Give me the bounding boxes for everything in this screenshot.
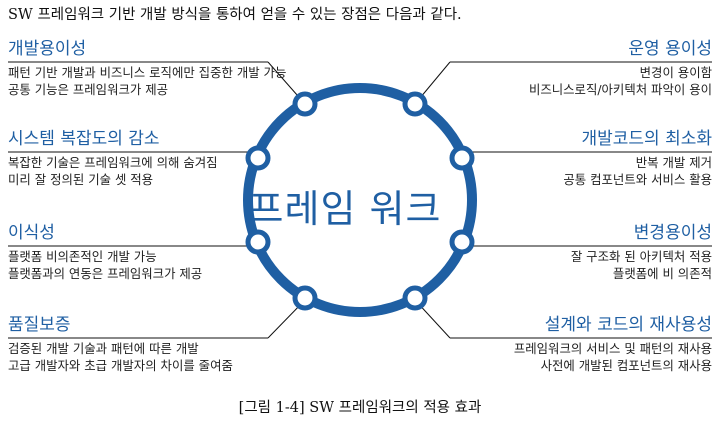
framework-ring: [243, 83, 477, 317]
ring-node: [245, 229, 271, 255]
benefit-title: 개발코드의 최소화: [581, 129, 712, 149]
ring-node: [449, 229, 475, 255]
center-label: 프레임 워크: [248, 187, 442, 231]
benefit-line: 패턴 기반 개발과 비즈니스 로직에만 집중한 개발 가능: [8, 65, 287, 80]
benefit-line: 반복 개발 제거: [635, 155, 712, 170]
ring-node: [449, 145, 475, 171]
figure-caption: [그림 1-4] SW 프레임워크의 적용 효과: [238, 400, 482, 416]
benefit-line: 복잡한 기술은 프레임워크에 의해 숨겨짐: [8, 155, 218, 170]
benefit-quality-assurance: 품질보증 검증된 개발 기술과 패턴에 따른 개발 고급 개발자와 초급 개발자…: [8, 314, 308, 374]
benefit-title: 품질보증: [8, 315, 71, 335]
ring-node: [245, 145, 271, 171]
benefit-line: 검증된 개발 기술과 패턴에 따른 개발: [8, 341, 199, 356]
benefit-title: 개발용이성: [8, 39, 87, 59]
benefit-line: 플랫폼 비의존적인 개발 가능: [8, 249, 157, 264]
benefit-title: 이식성: [8, 223, 55, 243]
benefit-line: 사전에 개발된 컴포넌트의 재사용: [540, 358, 712, 373]
benefit-line: 비즈니스로직/아키텍처 파악이 용이: [528, 82, 712, 97]
benefit-title: 설계와 코드의 재사용성: [544, 315, 712, 335]
benefit-operation-ease: 운영 용이성 변경이 용이함 비즈니스로직/아키텍처 파악이 용이: [412, 38, 712, 98]
ring-node: [402, 285, 428, 311]
benefit-title: 변경용이성: [633, 223, 712, 243]
benefit-line: 고급 개발자와 초급 개발자의 차이를 줄여줌: [8, 358, 233, 373]
benefit-title: 운영 용이성: [628, 39, 712, 59]
ring-node: [292, 285, 318, 311]
benefit-line: 미리 잘 정의된 기술 셋 적용: [8, 172, 154, 187]
benefit-line: 공통 컴포넌트와 서비스 활용: [563, 172, 712, 187]
benefit-complexity-reduction: 시스템 복잡도의 감소 복잡한 기술은 프레임워크에 의해 숨겨짐 미리 잘 정…: [8, 128, 308, 188]
ring-node: [402, 91, 428, 117]
benefit-code-minimization: 개발코드의 최소화 반복 개발 제거 공통 컴포넌트와 서비스 활용: [412, 128, 712, 188]
benefit-reusability: 설계와 코드의 재사용성 프레임워크의 서비스 및 패턴의 재사용 사전에 개발…: [412, 314, 712, 374]
benefit-changeability: 변경용이성 잘 구조화 된 아키텍처 적용 플랫폼에 비 의존적: [412, 222, 712, 282]
benefit-line: 잘 구조화 된 아키텍처 적용: [570, 249, 712, 264]
benefit-portability: 이식성 플랫폼 비의존적인 개발 가능 플랫폼과의 연동은 프레임워크가 제공: [8, 222, 308, 282]
benefit-line: 플랫폼과의 연동은 프레임워크가 제공: [8, 266, 203, 281]
benefit-line: 변경이 용이함: [639, 65, 712, 80]
benefit-line: 프레임워크의 서비스 및 패턴의 재사용: [513, 341, 712, 356]
ring-node: [292, 91, 318, 117]
benefit-line: 공통 기능은 프레임워크가 제공: [8, 82, 169, 97]
benefit-title: 시스템 복잡도의 감소: [8, 129, 160, 149]
benefit-line: 플랫폼에 비 의존적: [612, 266, 712, 281]
intro-text: SW 프레임워크 기반 개발 방식을 통하여 얻을 수 있는 장점은 다음과 같…: [8, 7, 462, 23]
benefit-development-ease: 개발용이성 패턴 기반 개발과 비즈니스 로직에만 집중한 개발 가능 공통 기…: [8, 38, 308, 98]
